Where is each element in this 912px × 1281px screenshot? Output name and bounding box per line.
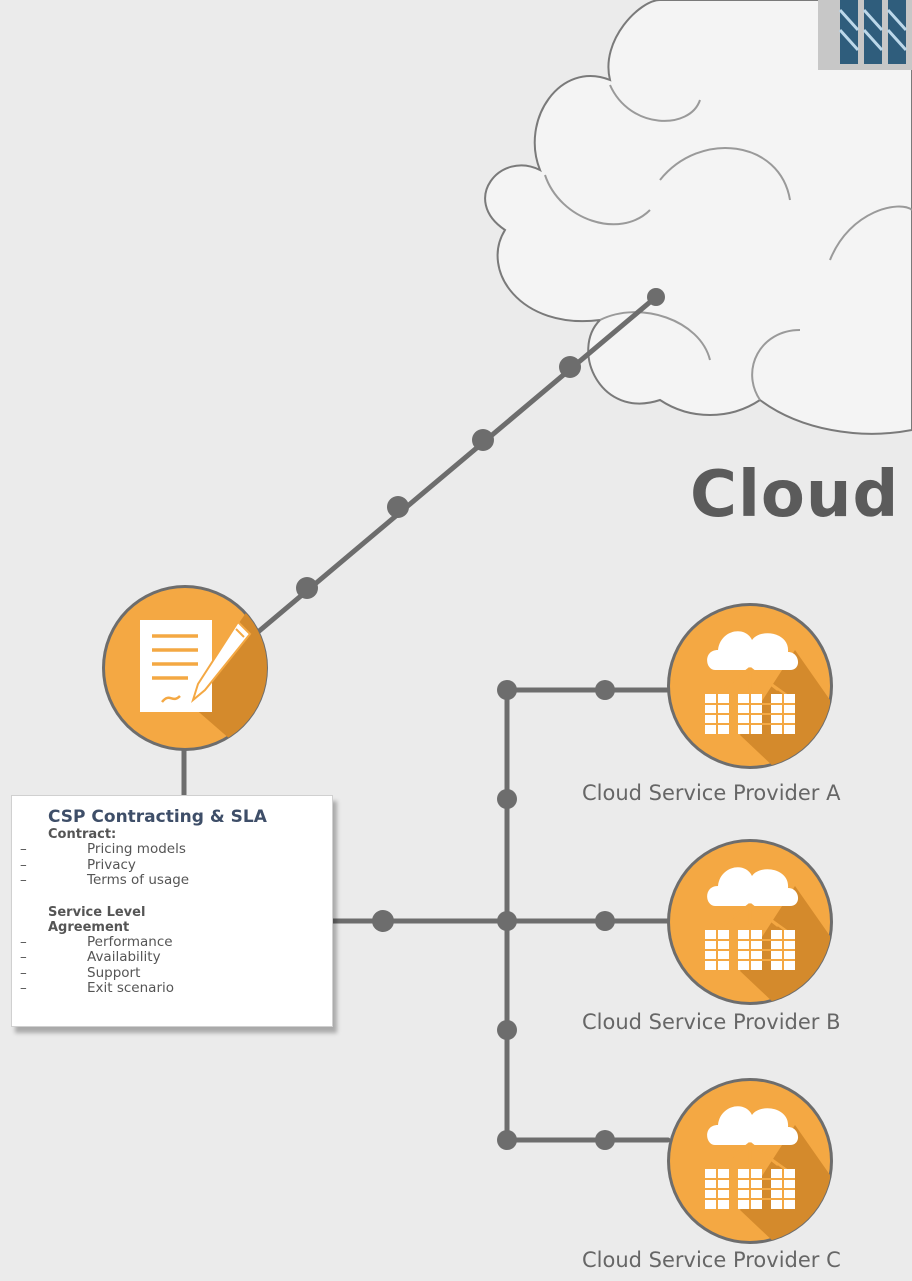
cloud-server-icon [667, 839, 833, 1005]
contract-heading: Contract: [48, 827, 117, 842]
bullet-dash: – [20, 964, 27, 981]
contract-pen-icon [102, 585, 268, 751]
bullet-dash: – [20, 856, 27, 873]
sla-list: – Performance – Availability – Support – Exi… [20, 934, 332, 997]
list-item: – Exit scenario [20, 980, 332, 997]
list-item: – Pricing models [20, 841, 332, 858]
contract-list: – Pricing models – Privacy – Terms of usage [20, 841, 332, 889]
bullet-dash: – [20, 841, 27, 857]
sla-heading-line1: Service Level [48, 904, 146, 920]
diagram-title: Cloud [690, 458, 900, 532]
contract-item-pricing: Pricing models [87, 841, 186, 857]
list-item: – Availability [20, 949, 332, 966]
bullet-dash: – [20, 872, 27, 888]
provider-label-b: Cloud Service Provider B [582, 1010, 841, 1034]
contract-box-title: CSP Contracting & SLA [48, 807, 267, 827]
bullet-dash: – [20, 949, 27, 965]
bullet-dash: – [20, 933, 27, 950]
provider-label-a: Cloud Service Provider A [582, 781, 841, 805]
connector-dots [296, 288, 665, 1150]
sla-item-support: Support [87, 964, 141, 981]
sla-item-exit: Exit scenario [87, 980, 175, 996]
provider-label-c: Cloud Service Provider C [582, 1248, 841, 1272]
list-item: – Privacy [20, 856, 332, 874]
contract-sla-box: CSP Contracting & SLA Contract: – Pricing… [11, 795, 333, 1027]
cloud-server-icon [667, 603, 833, 769]
sla-item-performance: Performance [87, 933, 173, 950]
cloud-icon [484, 0, 912, 435]
list-item: – Terms of usage [20, 872, 332, 889]
bullet-dash: – [20, 980, 27, 996]
contract-item-terms: Terms of usage [87, 872, 190, 888]
cloud-server-icon [667, 1078, 833, 1244]
sla-heading-line2: Agreement [48, 919, 130, 935]
list-item: – Performance [20, 933, 332, 951]
contract-item-privacy: Privacy [87, 856, 136, 873]
sla-item-availability: Availability [87, 949, 161, 965]
list-item: – Support [20, 964, 332, 982]
